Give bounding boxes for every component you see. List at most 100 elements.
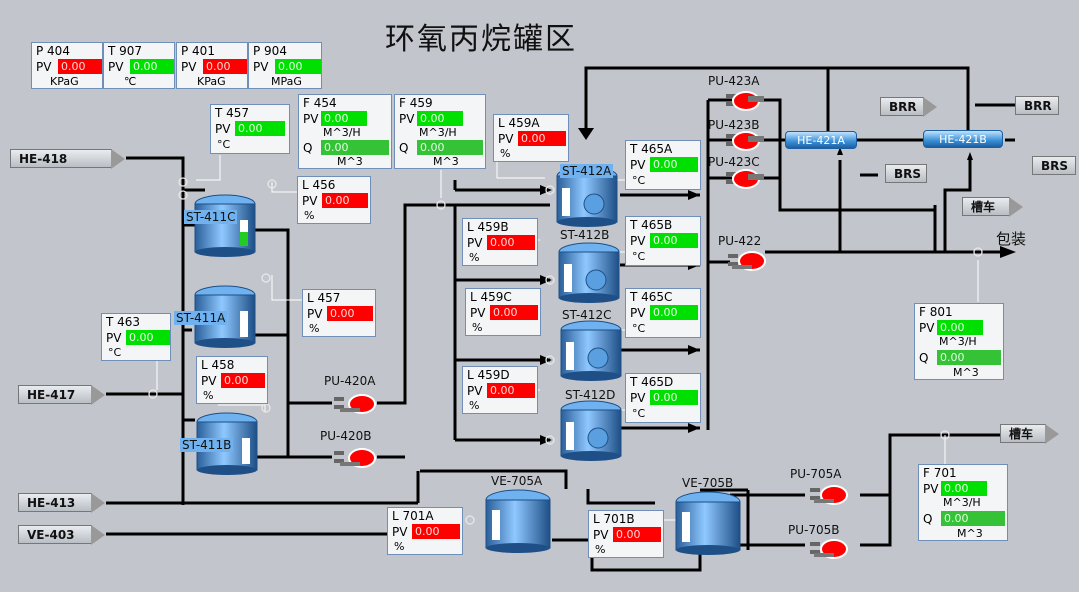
pump-label: PU-423C bbox=[708, 155, 760, 169]
pv-value: 0.00 bbox=[221, 373, 265, 388]
instrument-t465a[interactable]: T 465A PV 0.00 °C bbox=[625, 140, 701, 190]
tank-st412d[interactable] bbox=[558, 398, 624, 464]
instrument-p404[interactable]: P 404 PV 0.00 KPaG bbox=[31, 42, 103, 89]
tank-label: ST-412A bbox=[560, 164, 614, 178]
unit-label: % bbox=[472, 321, 483, 334]
pv-value: 0.00 bbox=[487, 383, 535, 398]
pump-pu423b[interactable] bbox=[724, 130, 770, 152]
pv-value: 0.00 bbox=[327, 306, 373, 321]
pv-value: 0.00 bbox=[58, 59, 102, 74]
pv-value: 0.00 bbox=[937, 320, 983, 335]
pump-pu420a[interactable] bbox=[332, 393, 378, 415]
pump-pu420b[interactable] bbox=[332, 447, 378, 469]
instrument-tag: T 465D bbox=[630, 375, 674, 389]
header-label: 槽车 bbox=[1009, 427, 1034, 441]
header-he418[interactable]: HE-418 bbox=[10, 149, 125, 169]
tank-ve705b[interactable] bbox=[674, 490, 742, 558]
pv-label: PV bbox=[215, 122, 231, 136]
instrument-f801[interactable]: F 801 PV 0.00 M^3/H Q 0.00 M^3 bbox=[914, 303, 1004, 380]
pv-label: PV bbox=[593, 528, 609, 542]
unit-label: °C bbox=[632, 174, 646, 187]
pv-label: PV bbox=[302, 194, 318, 208]
tank-st411c[interactable] bbox=[192, 192, 258, 258]
header-ve403[interactable]: VE-403 bbox=[18, 525, 105, 545]
header-brr-1[interactable]: BRR bbox=[880, 97, 937, 117]
instrument-l701b[interactable]: L 701B PV 0.00 % bbox=[588, 510, 664, 558]
instrument-tag: F 801 bbox=[919, 305, 953, 319]
pv-label: PV bbox=[253, 60, 269, 74]
pv-value: 0.00 bbox=[417, 111, 463, 126]
arrow-right-icon bbox=[923, 97, 937, 117]
instrument-t465d[interactable]: T 465D PV 0.00 °C bbox=[625, 373, 701, 423]
unit-label: M^3/H bbox=[943, 496, 981, 509]
pv-label: PV bbox=[470, 306, 486, 320]
instrument-tag: L 456 bbox=[302, 178, 336, 192]
pv-label: PV bbox=[630, 158, 646, 172]
unit-label: % bbox=[595, 543, 606, 556]
instrument-t463[interactable]: T 463 PV 0.00 °C bbox=[101, 313, 171, 361]
tank-label: ST-412B bbox=[560, 228, 610, 242]
instrument-l459b[interactable]: L 459B PV 0.00 % bbox=[462, 218, 538, 266]
header-brr-2[interactable]: BRR bbox=[1015, 96, 1059, 115]
instrument-tag: P 904 bbox=[253, 44, 287, 58]
header-he413[interactable]: HE-413 bbox=[18, 493, 105, 513]
arrow-right-icon bbox=[111, 149, 125, 169]
unit-label: MPaG bbox=[271, 75, 302, 88]
instrument-p904[interactable]: P 904 PV 0.00 MPaG bbox=[248, 42, 322, 89]
header-brs-2[interactable]: BRS bbox=[1032, 156, 1076, 175]
header-brs-1[interactable]: BRS bbox=[885, 164, 927, 183]
pump-pu705b[interactable] bbox=[808, 538, 854, 560]
instrument-l701a[interactable]: L 701A PV 0.00 % bbox=[387, 507, 463, 555]
pv-value: 0.00 bbox=[941, 481, 987, 496]
pump-pu423c[interactable] bbox=[724, 168, 770, 190]
pv-value: 0.00 bbox=[650, 233, 698, 248]
pv-value: 0.00 bbox=[487, 235, 535, 250]
pump-pu705a[interactable] bbox=[808, 484, 854, 506]
instrument-l459a[interactable]: L 459A PV 0.00 % bbox=[493, 114, 569, 162]
instrument-f701[interactable]: F 701 PV 0.00 M^3/H Q 0.00 M^3 bbox=[918, 464, 1008, 541]
exchanger-he421a[interactable]: HE-421A bbox=[785, 131, 857, 149]
instrument-l456[interactable]: L 456 PV 0.00 % bbox=[297, 176, 371, 224]
pv-label: PV bbox=[630, 306, 646, 320]
instrument-l458[interactable]: L 458 PV 0.00 % bbox=[196, 356, 268, 404]
instrument-t457[interactable]: T 457 PV 0.00 °C bbox=[210, 104, 290, 154]
unit-label: ℃ bbox=[124, 75, 137, 88]
exchanger-he421b[interactable]: HE-421B bbox=[923, 130, 1003, 148]
pv-value: 0.00 bbox=[613, 527, 661, 542]
instrument-l459c[interactable]: L 459C PV 0.00 % bbox=[465, 288, 541, 336]
pump-label: PU-423A bbox=[708, 74, 760, 88]
instrument-t465b[interactable]: T 465B PV 0.00 °C bbox=[625, 216, 701, 266]
instrument-l459d[interactable]: L 459D PV 0.00 % bbox=[462, 366, 538, 414]
tank-st412b[interactable] bbox=[556, 240, 622, 306]
header-tank-car-1[interactable]: 槽车 bbox=[962, 197, 1023, 217]
instrument-t465c[interactable]: T 465C PV 0.00 °C bbox=[625, 288, 701, 338]
instrument-f454[interactable]: F 454 PV 0.00 M^3/H Q 0.00 M^3 bbox=[298, 94, 392, 169]
tank-ve705a[interactable] bbox=[484, 488, 552, 556]
instrument-f459[interactable]: F 459 PV 0.00 M^3/H Q 0.00 M^3 bbox=[394, 94, 486, 169]
header-label: HE-413 bbox=[27, 496, 76, 510]
tank-st412c[interactable] bbox=[558, 318, 624, 384]
header-label: HE-417 bbox=[27, 388, 76, 402]
pv-label: PV bbox=[181, 60, 197, 74]
tank-st411b[interactable] bbox=[194, 410, 260, 476]
instrument-t907[interactable]: T 907 PV 0.00 ℃ bbox=[103, 42, 175, 89]
header-tank-car-2[interactable]: 槽车 bbox=[1000, 424, 1059, 444]
pump-pu422[interactable] bbox=[726, 250, 772, 272]
pump-pu423a[interactable] bbox=[724, 90, 770, 112]
pv-value: 0.00 bbox=[235, 121, 285, 136]
pump-label: PU-422 bbox=[718, 234, 762, 248]
instrument-tag: F 459 bbox=[399, 96, 433, 110]
instrument-tag: L 459D bbox=[467, 368, 510, 382]
header-he417[interactable]: HE-417 bbox=[18, 385, 105, 405]
header-label: BRS bbox=[894, 167, 922, 181]
tank-label: ST-412D bbox=[565, 388, 616, 402]
pv-value: 0.00 bbox=[650, 390, 698, 405]
pv-value: 0.00 bbox=[321, 111, 367, 126]
instrument-l457[interactable]: L 457 PV 0.00 % bbox=[302, 289, 376, 337]
pv-label: PV bbox=[106, 331, 122, 345]
instrument-p401[interactable]: P 401 PV 0.00 KPaG bbox=[176, 42, 248, 89]
instrument-tag: T 457 bbox=[215, 106, 250, 120]
header-label: BRS bbox=[1041, 159, 1069, 173]
